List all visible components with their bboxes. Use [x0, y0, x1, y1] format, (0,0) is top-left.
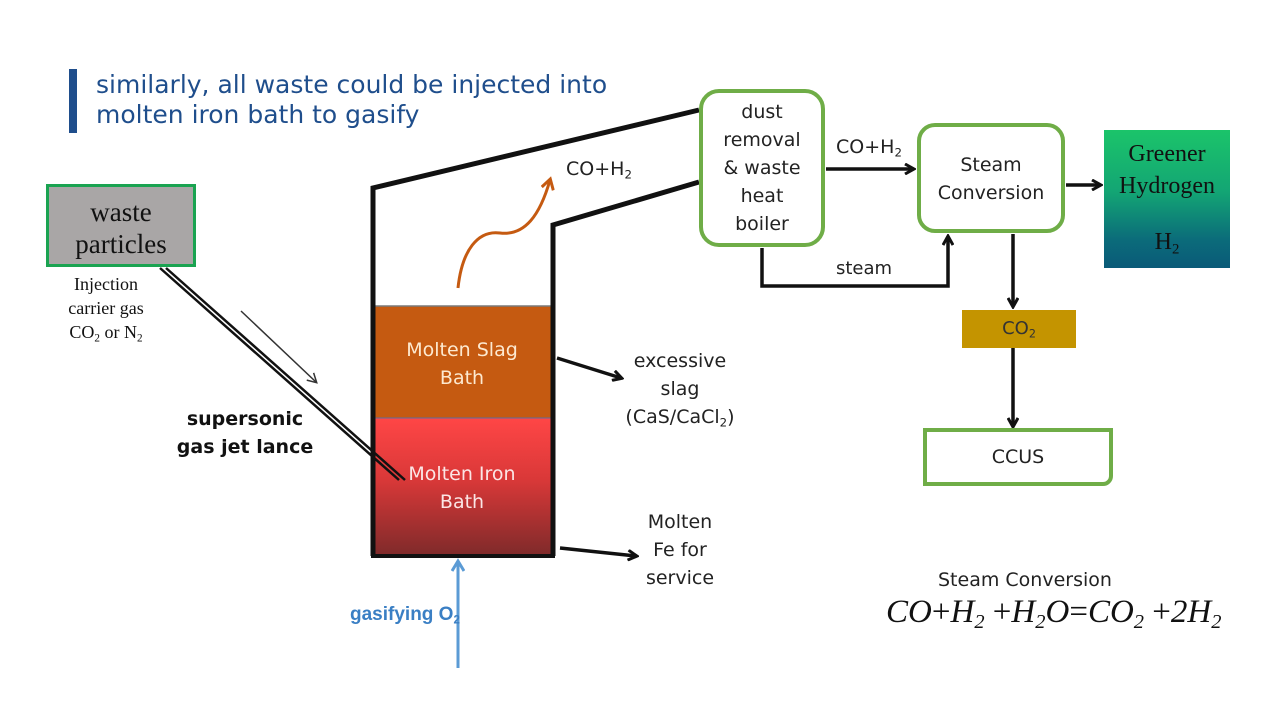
gas-co2: CO — [69, 322, 95, 342]
molten-fe-label: Molten Fe for service — [622, 508, 738, 592]
eq-h2o-sub: 2 — [1035, 611, 1046, 634]
title-accent-bar — [69, 69, 77, 133]
waste-label-line-2: particles — [75, 229, 167, 259]
fe-line-1: Molten — [647, 511, 713, 533]
gas-n2-sub: 2 — [137, 332, 143, 345]
co2-text: CO — [1002, 318, 1029, 339]
dust-line-1: dust — [741, 101, 783, 123]
furnace-inner-wall — [550, 179, 700, 556]
excess-line-3: (CaS/CaCl2) — [612, 403, 748, 431]
ccus-text: CCUS — [991, 446, 1045, 468]
dust-line-4: heat — [740, 185, 784, 207]
eq-co2-sub: 2 — [1133, 611, 1144, 634]
slag-label-line-2: Bath — [439, 367, 485, 389]
iron-bath-label: Molten Iron Bath — [374, 460, 550, 516]
iron-label-line-2: Bath — [439, 491, 485, 513]
syngas-flow-label: CO+H2 — [836, 136, 902, 158]
eq-co: CO — [886, 594, 932, 630]
dust-removal-boiler-box: dust removal & waste heat boiler — [699, 89, 825, 247]
slag-bath — [373, 306, 552, 418]
injection-carrier-gas-label: Injection carrier gas CO2 or N2 — [50, 272, 162, 344]
lance-direction-arrow — [240, 310, 318, 384]
eq-h2-a-sub: 2 — [974, 611, 985, 634]
waste-particles-box: waste particles — [46, 184, 196, 267]
syngas-flow-text: CO+H — [836, 136, 895, 158]
injection-gases: CO2 or N2 — [50, 320, 162, 344]
syngas-flow-sub: 2 — [894, 145, 902, 160]
excessive-slag-label: excessive slag (CaS/CaCl2) — [612, 347, 748, 431]
fe-line-3: service — [645, 567, 715, 589]
steam-conversion-box: Steam Conversion — [917, 123, 1065, 233]
co2-box: CO2 — [962, 310, 1076, 348]
eq-h2-a: H — [950, 594, 975, 630]
gas-rise-arrow — [456, 180, 550, 289]
gas-n2: N — [124, 322, 137, 342]
lance-line-a — [159, 267, 400, 481]
steam-conv-line-1: Steam — [960, 154, 1022, 176]
eq-plus-1: + — [931, 594, 951, 630]
syngas-rise-label: CO+H2 — [566, 158, 632, 180]
hydrogen-h: H — [1154, 229, 1172, 255]
slag-bath-label: Molten Slag Bath — [374, 336, 550, 392]
lance-line-b — [165, 267, 406, 481]
syngas-rise-sub: 2 — [624, 167, 632, 182]
title-line-2: molten iron bath to gasify — [96, 100, 420, 129]
steam-conv-line-2: Conversion — [937, 182, 1045, 204]
hydrogen-symbol: H2 — [1104, 226, 1230, 258]
excess-line-2: slag — [660, 378, 700, 400]
eq-2h2-sub: 2 — [1211, 611, 1222, 634]
lance-line-1: supersonic — [186, 408, 304, 430]
eq-co2: CO — [1087, 594, 1134, 630]
co2-sub: 2 — [1028, 327, 1036, 341]
lance-line-2: gas jet lance — [176, 436, 314, 458]
eq-plus-2: + — [992, 594, 1012, 630]
o2-sub: 2 — [453, 613, 461, 627]
title-line-1: similarly, all waste could be injected i… — [96, 70, 608, 99]
o2-text: gasifying O — [350, 604, 454, 625]
eq-h2o-h: H — [1011, 594, 1036, 630]
waste-label-line-1: waste — [90, 197, 152, 227]
steam-conversion-equation: CO+H2 +H2O=CO2 +2H2 — [886, 594, 1222, 634]
lance-label: supersonic gas jet lance — [170, 405, 320, 461]
eq-equals: = — [1069, 594, 1088, 630]
gasifying-o2-label: gasifying O2 — [350, 604, 460, 626]
eq-2h2: 2H — [1170, 594, 1212, 630]
excess-formula: (CaS/CaCl — [625, 406, 720, 428]
eq-plus-3: + — [1152, 594, 1171, 630]
slag-label-line-1: Molten Slag — [406, 339, 518, 361]
steam-path-arrow — [760, 237, 948, 288]
slag-out-arrow — [556, 356, 621, 378]
steam-flow-label: steam — [836, 258, 893, 279]
dust-line-5: boiler — [735, 213, 789, 235]
dust-line-3: & waste — [723, 157, 801, 179]
iron-bath — [373, 418, 552, 556]
hydrogen-sub: 2 — [1171, 241, 1180, 258]
gas-co2-sub: 2 — [94, 332, 100, 345]
iron-label-line-1: Molten Iron — [408, 463, 516, 485]
dust-line-2: removal — [723, 129, 801, 151]
ccus-box: CCUS — [923, 428, 1113, 486]
fe-out-arrow — [559, 546, 636, 556]
excess-line-1: excessive — [633, 350, 727, 372]
excess-formula-close: ) — [727, 406, 735, 428]
greener-hydrogen-box: Greener Hydrogen H2 — [1104, 130, 1230, 268]
hydrogen-line-1: Greener — [1128, 141, 1206, 167]
syngas-rise-text: CO+H — [566, 158, 625, 180]
injection-line-2: carrier gas — [68, 298, 144, 318]
eq-h2o-o: O — [1045, 594, 1070, 630]
gas-or: or — [100, 322, 124, 342]
furnace-outer-wall — [370, 107, 700, 556]
fe-line-2: Fe for — [653, 539, 707, 561]
equation-title: Steam Conversion — [938, 569, 1112, 591]
excess-formula-sub: 2 — [719, 415, 728, 430]
injection-line-1: Injection — [74, 274, 138, 294]
page-title: similarly, all waste could be injected i… — [96, 70, 607, 130]
hydrogen-line-2: Hydrogen — [1119, 173, 1215, 199]
